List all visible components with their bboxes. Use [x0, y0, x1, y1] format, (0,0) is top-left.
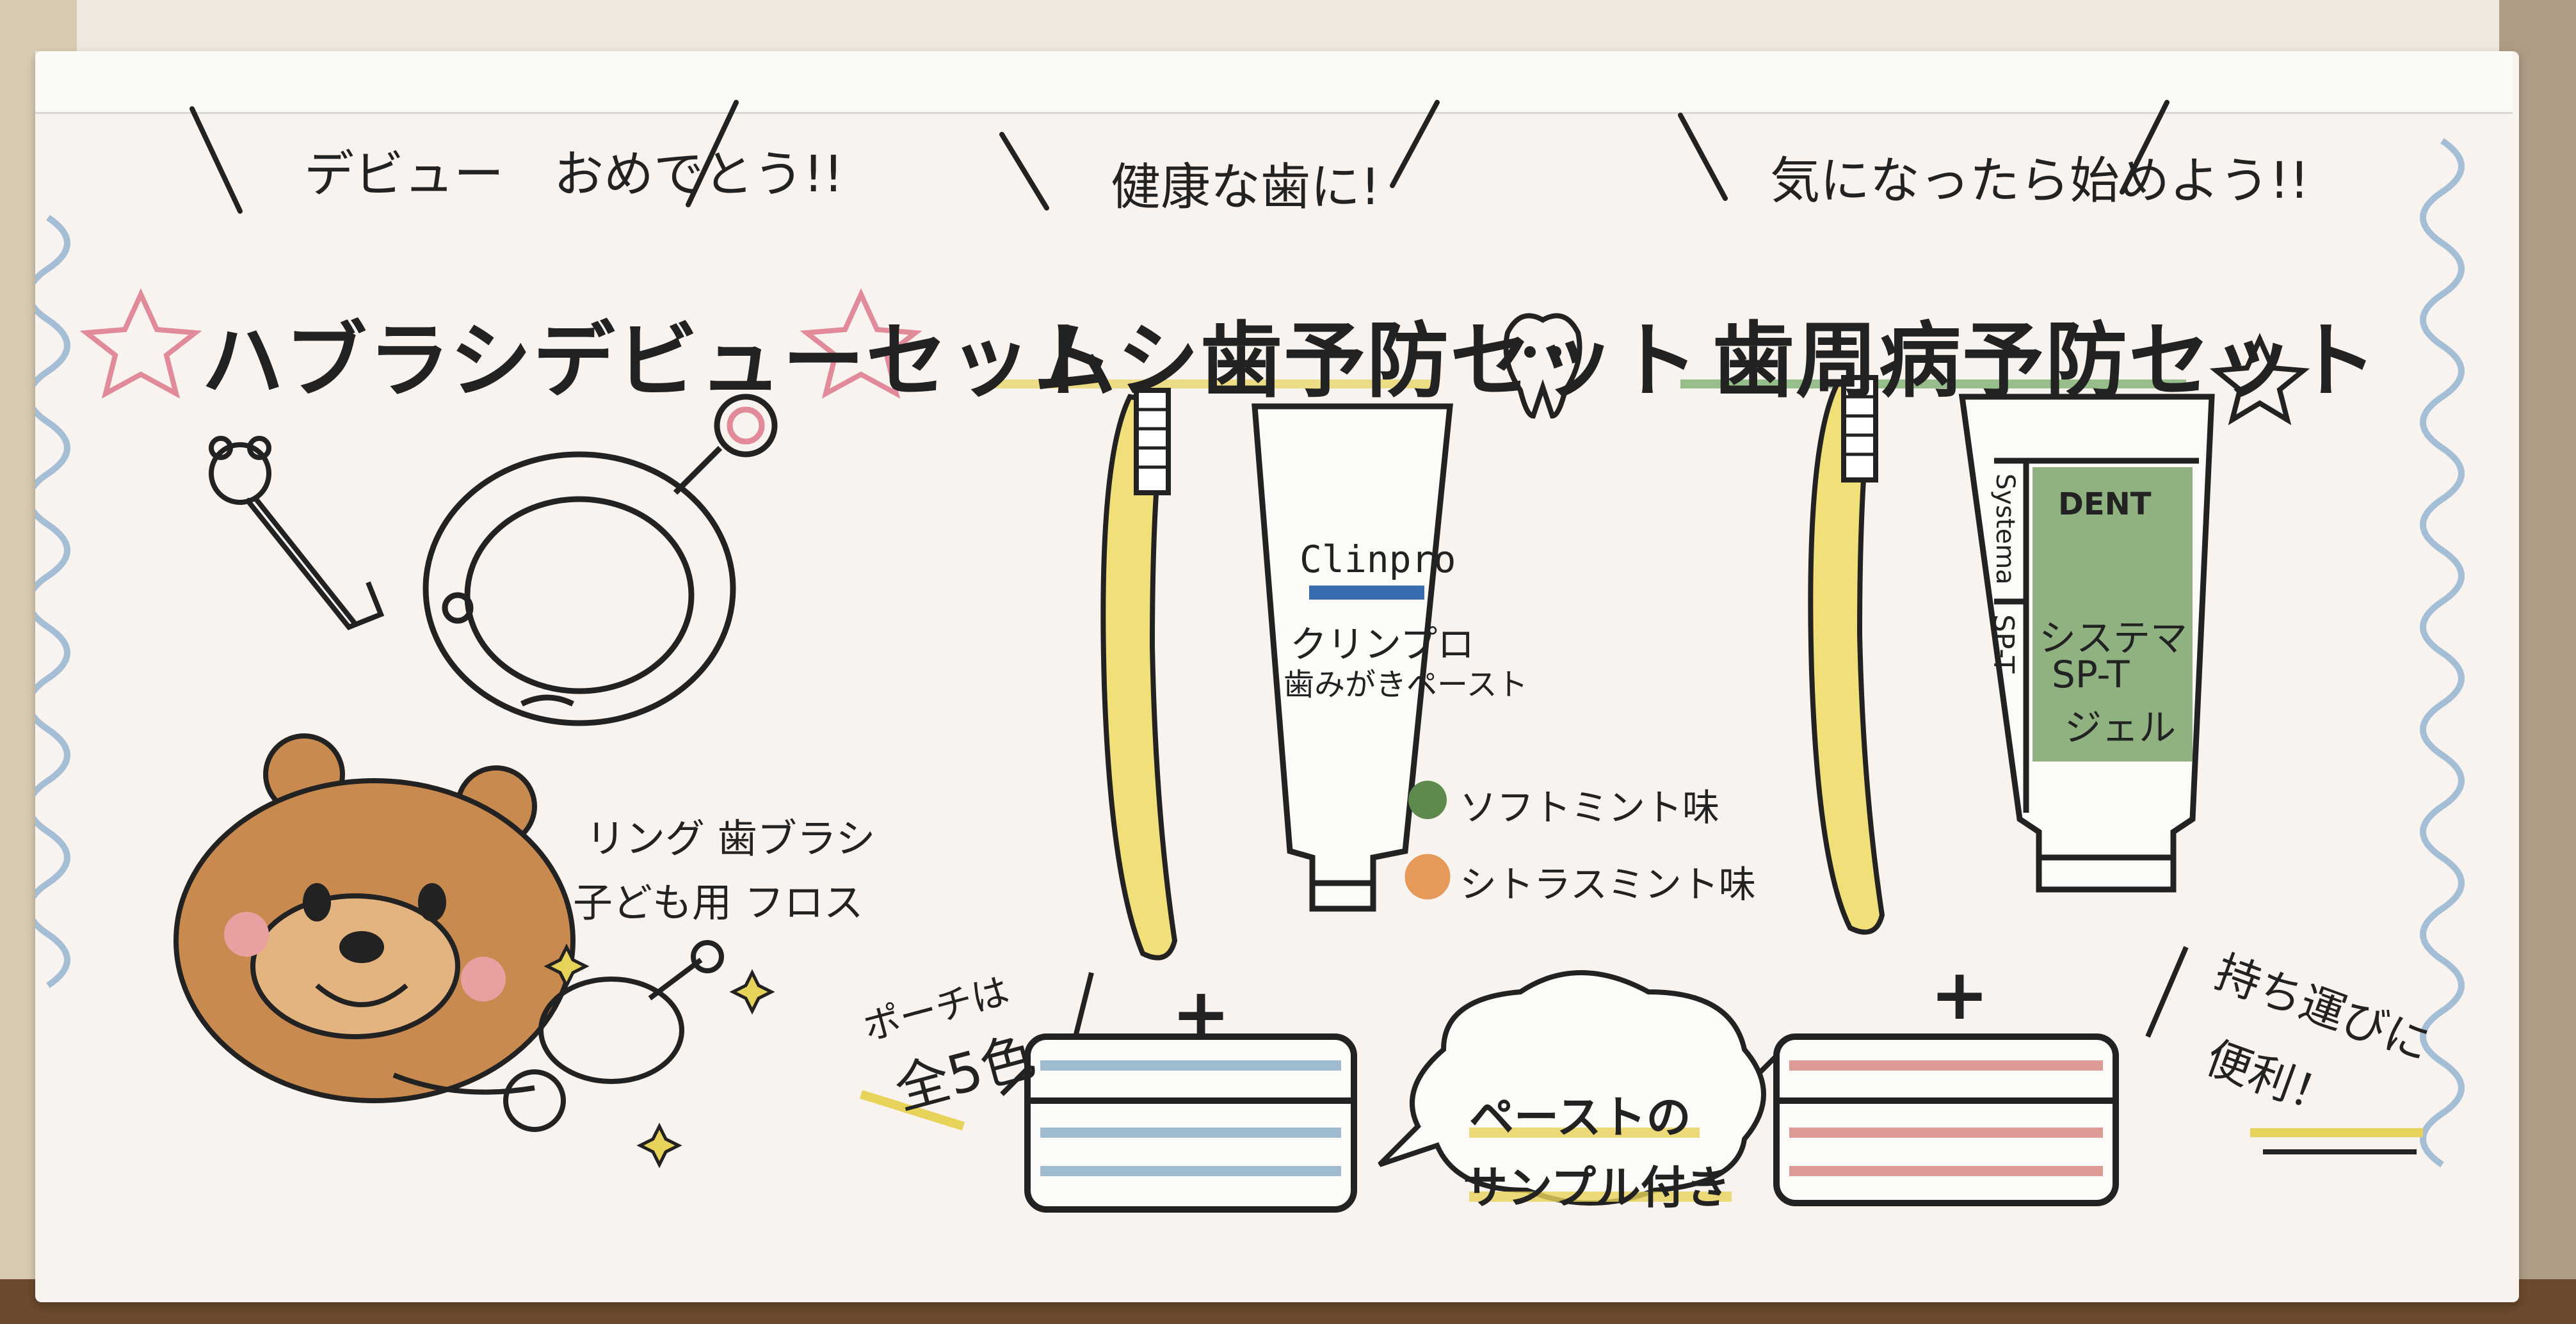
- plus-sign-set2: +: [1171, 973, 1231, 1055]
- floss-drawing: [392, 940, 724, 1132]
- clinpro-blue-bar: [1309, 586, 1424, 600]
- tagline-slash: [189, 106, 243, 214]
- paste-name-line1: クリンプロ: [1290, 623, 1475, 666]
- flower-icon: [800, 288, 922, 399]
- paste-name-line2: 歯みがきペースト: [1284, 667, 1528, 703]
- red-pouch-drawing: [1749, 1033, 2119, 1206]
- item-kids-floss: 子ども用 フロス: [573, 879, 864, 926]
- bear-face-drawing: [173, 733, 576, 1103]
- paste-brand-dent: DENT: [2058, 486, 2152, 522]
- flavor-citrus-mint: シトラスミント味: [1460, 863, 1756, 906]
- tooth-icon: [1503, 313, 1582, 419]
- star-icon: [2209, 333, 2310, 426]
- systema-name-line3: ジェル: [2065, 706, 2177, 749]
- swirl-border-left: [35, 214, 70, 989]
- paste-side-systema: Systema: [1990, 474, 2020, 585]
- citrus-icon: [1405, 854, 1451, 900]
- paste-brand-clinpro: Clinpro: [1300, 538, 1456, 581]
- toothbrush-drawing: [1808, 375, 1885, 935]
- title-set3: 歯周病予防セット: [1712, 314, 2379, 409]
- bubble-line2: サンプル付き: [1463, 1161, 1730, 1214]
- systema-name-line1: システマ: [2039, 616, 2188, 660]
- title-set2: ムシ歯予防セット: [1034, 314, 1700, 409]
- speech-bubble: [1378, 970, 1766, 1206]
- ring-toothbrush-drawing: [423, 394, 778, 726]
- bubble-line1: ペーストの: [1469, 1091, 1691, 1144]
- tagline-slash: [1390, 100, 1440, 188]
- flower-icon: [79, 288, 202, 399]
- tagline-slash: [686, 100, 739, 207]
- illustration-layer: [35, 100, 2465, 1213]
- portable-note-pointer: [2145, 946, 2189, 1038]
- plus-sign-set3: +: [1930, 953, 1990, 1035]
- tagline-slash: [999, 132, 1049, 211]
- poster-sheet: デビュー おめでとう!! ハブラシデビューセット リング 歯ブラシ 子ども用 フ…: [35, 51, 2519, 1302]
- tagline-slash: [1678, 113, 1728, 201]
- pouch-note-pointer: [1073, 972, 1094, 1037]
- green-gel-panel: [2033, 467, 2193, 762]
- tagline-set2: 健康な歯に!: [1111, 159, 1381, 216]
- tagline-slash: [2120, 100, 2169, 195]
- toothbrush-drawing: [1100, 388, 1178, 961]
- plastic-cover: [35, 51, 2513, 114]
- flavor-soft-mint: ソフトミント味: [1460, 786, 1720, 829]
- swirl-border-right: [2420, 138, 2465, 1168]
- clinpro-paste-tube: [1252, 403, 1453, 912]
- mint-leaf-icon: [1408, 781, 1447, 819]
- item-ring-toothbrush: リング 歯ブラシ: [586, 815, 876, 862]
- pouch-note-underline: [859, 1090, 965, 1131]
- systema-name-line2: SP-T: [2052, 653, 2130, 696]
- sparkle-icon: [543, 943, 775, 1168]
- bear-toothbrush-drawing: [209, 436, 385, 630]
- paste-side-spt: SP-T: [1987, 614, 2020, 674]
- tagline-set3: 気になったら始めよう!!: [1770, 152, 2310, 210]
- blue-pouch-drawing: [1000, 1033, 1357, 1213]
- title-set1: ハブラシデビューセット: [202, 314, 1116, 409]
- tagline-set1: デビュー おめでとう!!: [304, 146, 844, 203]
